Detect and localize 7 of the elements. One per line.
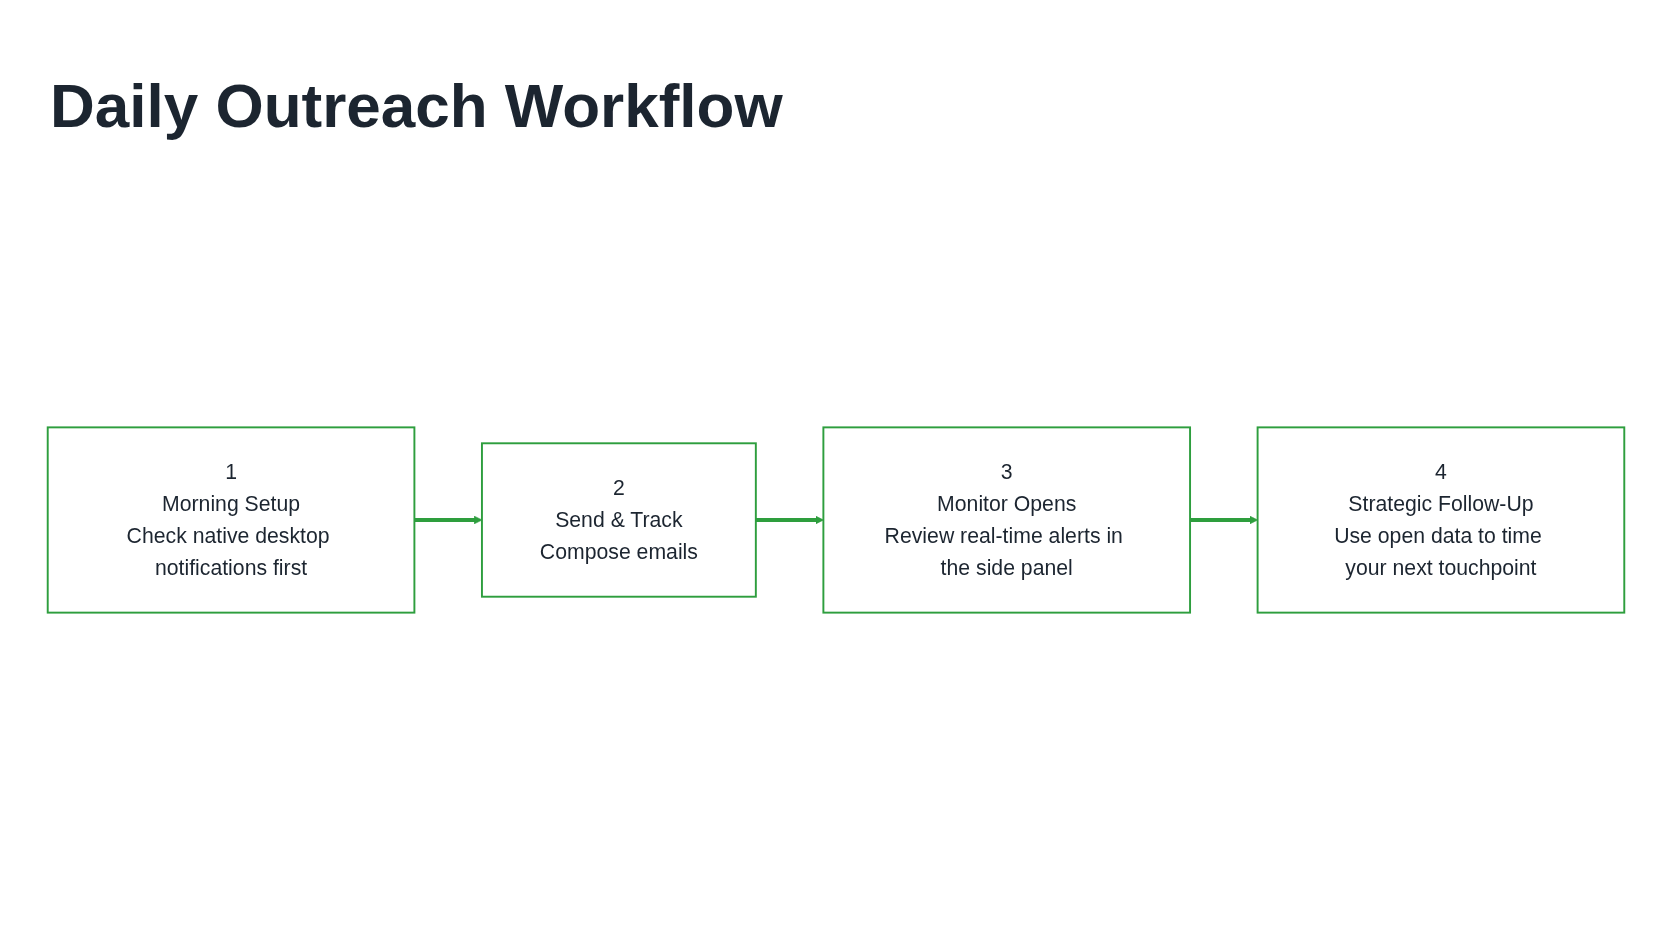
arrow bbox=[755, 515, 824, 525]
diagram-title: Daily Outreach Workflow bbox=[50, 70, 783, 141]
arrow bbox=[1190, 515, 1258, 525]
node-box: 2 Send & Track Compose emails bbox=[480, 442, 757, 598]
node-box: 3 Monitor Opens Review real-time alerts in the side panel bbox=[822, 426, 1192, 614]
node-box: 4 Strategic Follow-Up Use open data to time your next touchpoint bbox=[1256, 426, 1626, 614]
node-box: 1 Morning Setup Check native desktop notifications first bbox=[46, 426, 416, 614]
